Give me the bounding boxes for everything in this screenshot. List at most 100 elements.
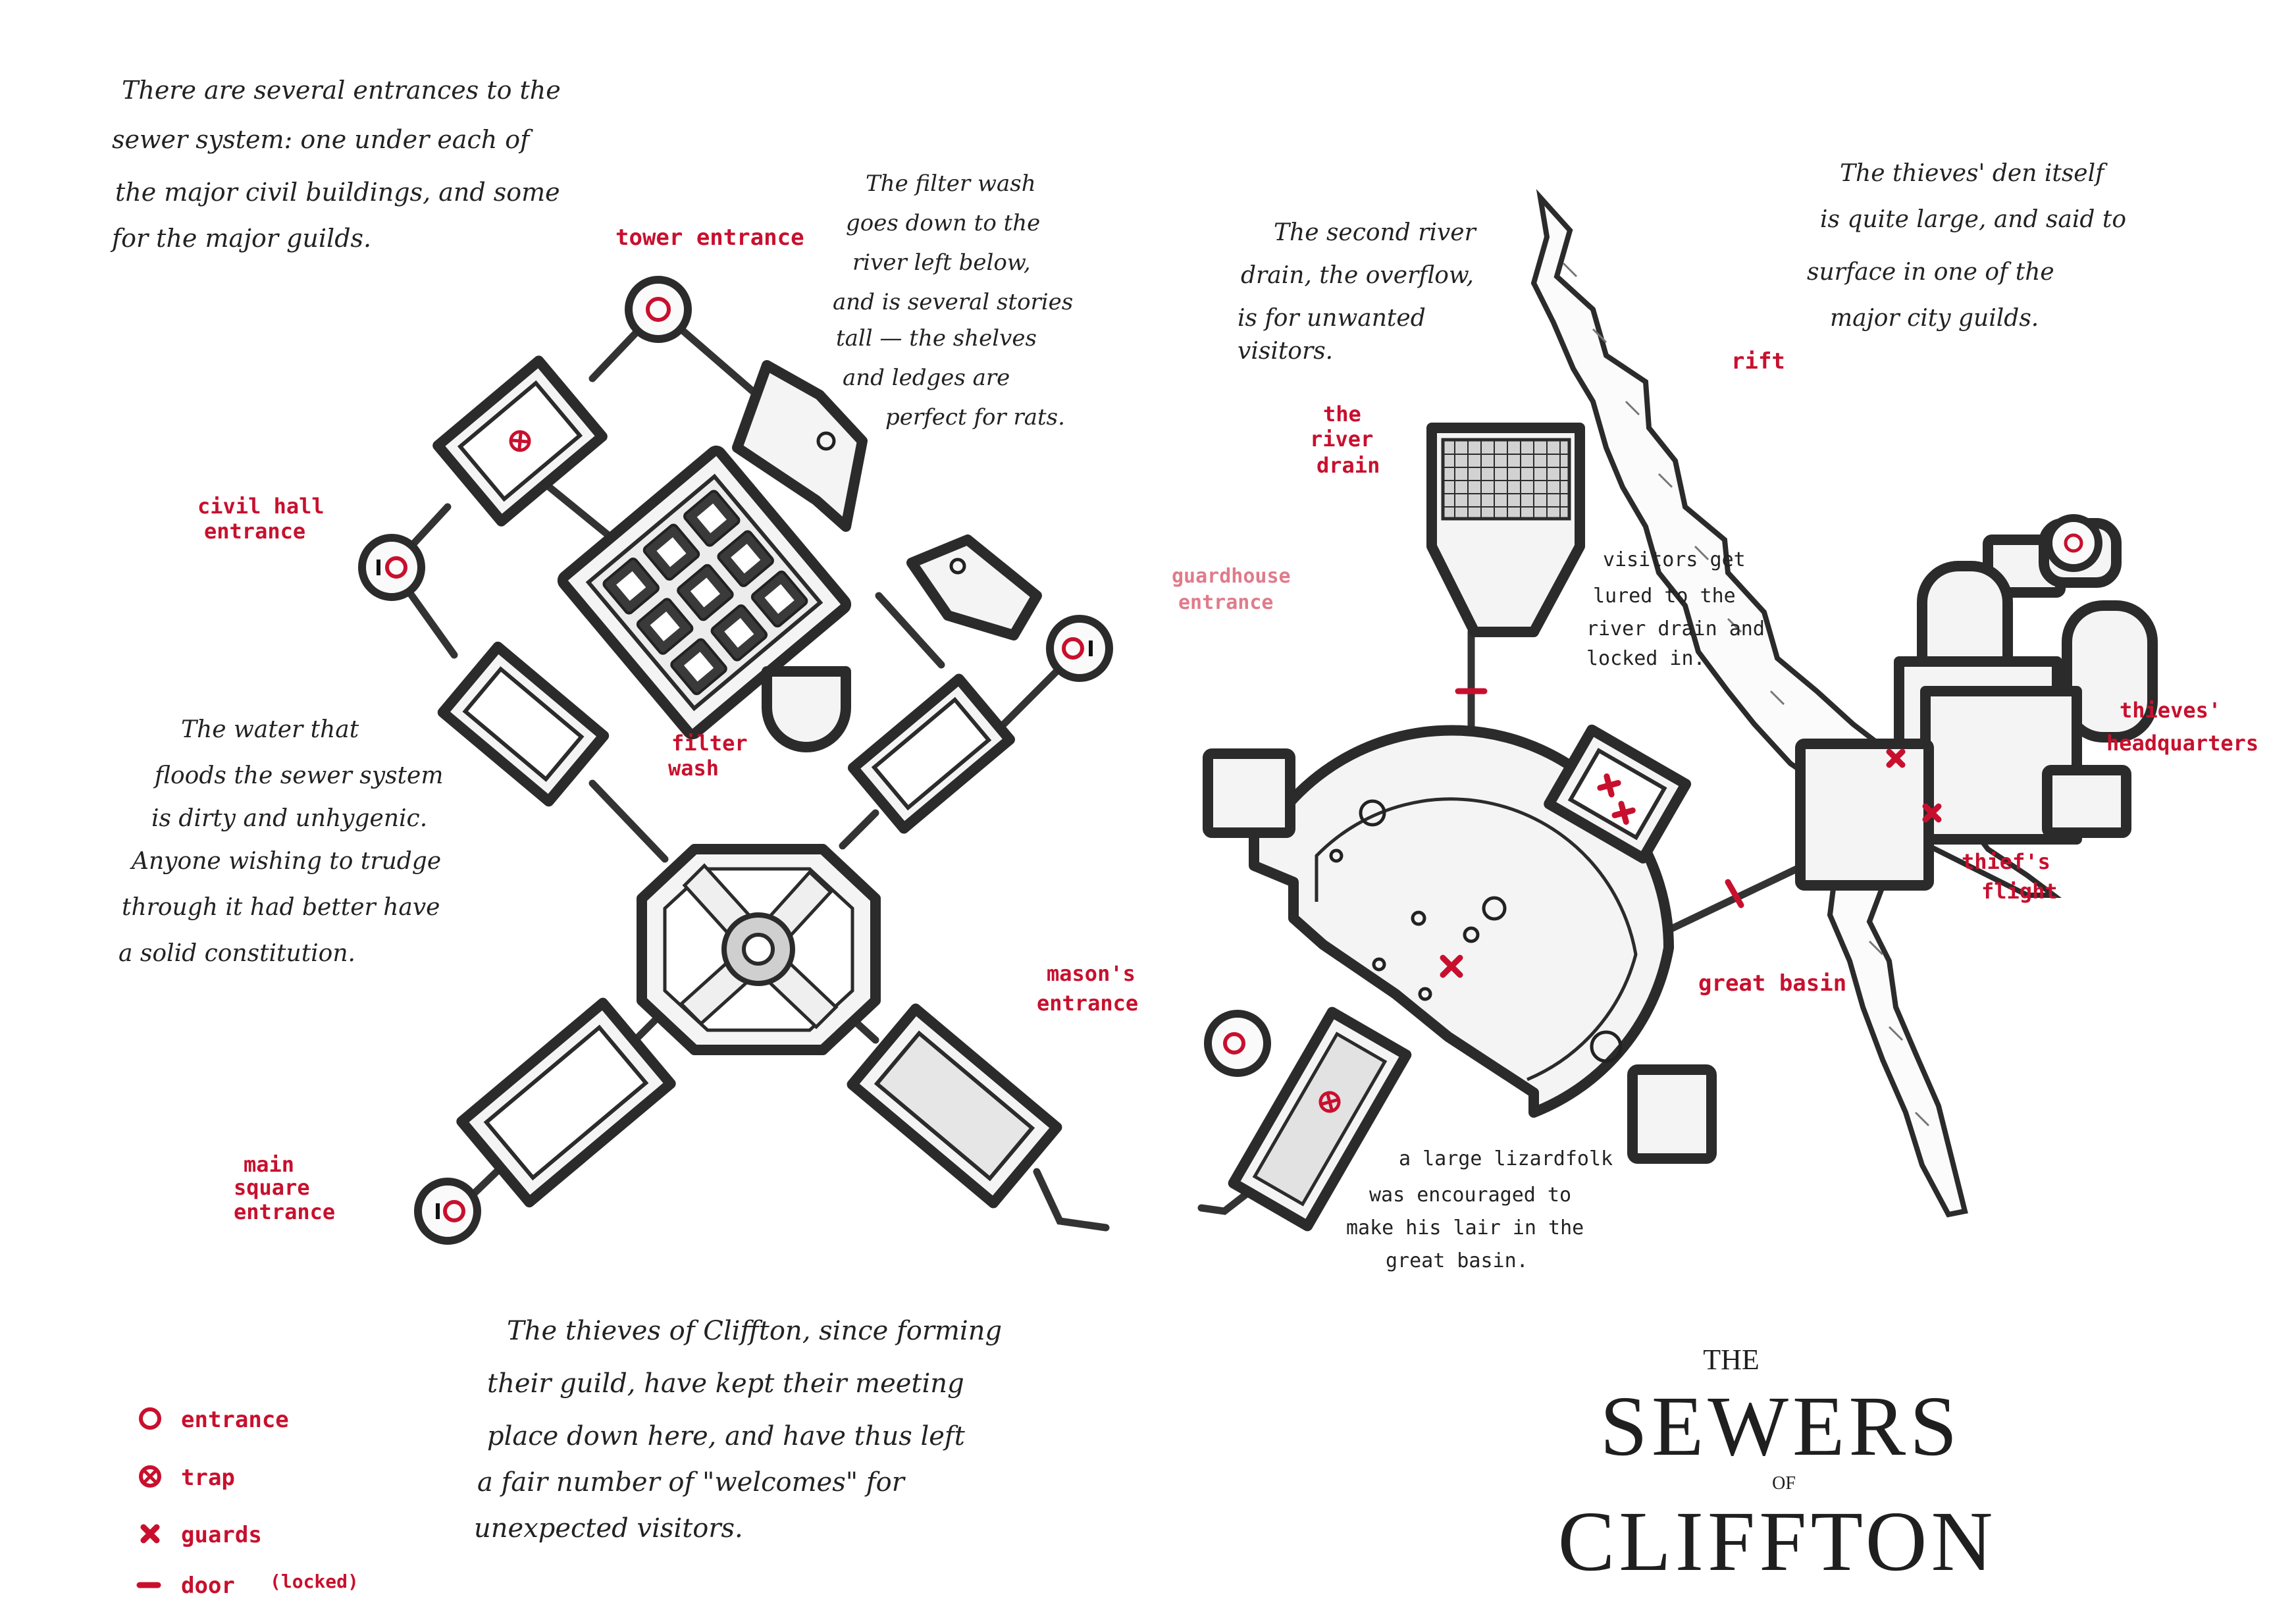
svg-text:for the major guilds.: for the major guilds. bbox=[110, 224, 371, 253]
svg-text:headquarters: headquarters bbox=[2106, 731, 2258, 756]
svg-text:entrance: entrance bbox=[234, 1199, 335, 1224]
note-lizard: a large lizardfolk was encouraged to mak… bbox=[1346, 1147, 1613, 1272]
svg-text:a solid constitution.: a solid constitution. bbox=[118, 940, 355, 967]
river-drain bbox=[1426, 423, 1585, 637]
svg-text:entrance: entrance bbox=[204, 519, 305, 544]
octagon-junction bbox=[637, 844, 881, 1055]
label-river-drain: the bbox=[1323, 402, 1361, 427]
svg-text:unexpected visitors.: unexpected visitors. bbox=[474, 1513, 743, 1544]
svg-text:great basin.: great basin. bbox=[1386, 1249, 1528, 1272]
svg-text:locked in.: locked in. bbox=[1586, 647, 1706, 670]
svg-text:guards: guards bbox=[181, 1522, 262, 1548]
svg-text:was encouraged to: was encouraged to bbox=[1369, 1184, 1571, 1207]
svg-text:their guild, have kept their m: their guild, have kept their meeting bbox=[487, 1369, 964, 1399]
svg-text:(locked): (locked) bbox=[270, 1571, 359, 1592]
trap-marker bbox=[509, 430, 531, 452]
guard-marker bbox=[1440, 954, 1463, 978]
svg-text:is for unwanted: is for unwanted bbox=[1238, 305, 1426, 332]
svg-text:entrance: entrance bbox=[181, 1407, 289, 1433]
basin-south-room bbox=[1627, 1064, 1717, 1164]
svg-text:river drain and: river drain and bbox=[1586, 617, 1765, 640]
svg-text:goes down to the: goes down to the bbox=[846, 210, 1040, 236]
svg-text:The second river: The second river bbox=[1274, 219, 1477, 246]
svg-text:is quite large, and said to: is quite large, and said to bbox=[1820, 206, 2126, 233]
svg-text:The thieves of Cliffton, since: The thieves of Cliffton, since forming bbox=[507, 1316, 1002, 1346]
svg-text:square: square bbox=[234, 1175, 310, 1200]
north-east-long-room bbox=[847, 673, 1016, 834]
tower-entrance-marker[interactable] bbox=[625, 276, 692, 343]
guardhouse-corridor bbox=[1228, 1006, 1412, 1232]
svg-text:entrance: entrance bbox=[1037, 991, 1138, 1016]
label-filter-wash: filter bbox=[671, 731, 748, 756]
note-visitors: visitors get lured to the river drain an… bbox=[1586, 548, 1765, 670]
label-tower-entrance: tower entrance bbox=[615, 224, 804, 251]
svg-text:visitors.: visitors. bbox=[1238, 338, 1333, 365]
label-civil-hall: civil hall bbox=[197, 494, 325, 519]
svg-text:THE: THE bbox=[1703, 1344, 1760, 1376]
label-guardhouse-entrance: guardhouse bbox=[1172, 565, 1291, 588]
svg-text:is dirty and unhygenic.: is dirty and unhygenic. bbox=[151, 805, 427, 832]
svg-text:The water that: The water that bbox=[181, 716, 359, 743]
svg-text:make his lair in the: make his lair in the bbox=[1346, 1216, 1584, 1240]
note-water: The water that floods the sewer system i… bbox=[118, 716, 443, 967]
svg-text:flight: flight bbox=[1981, 879, 2058, 904]
main-square-entrance-marker[interactable] bbox=[414, 1178, 481, 1245]
svg-text:perfect for rats.: perfect for rats. bbox=[885, 404, 1065, 431]
note-overflow: The second river drain, the overflow, is… bbox=[1238, 219, 1477, 365]
svg-text:door: door bbox=[181, 1573, 235, 1599]
svg-text:through it had better have: through it had better have bbox=[122, 894, 440, 921]
thieves-headquarters bbox=[1795, 514, 2158, 891]
svg-text:river: river bbox=[1310, 427, 1373, 452]
map-title: THE SEWERS OF CLIFFTON bbox=[1558, 1344, 1997, 1589]
svg-text:floods the sewer system: floods the sewer system bbox=[153, 762, 443, 789]
label-rift: rift bbox=[1731, 348, 1785, 375]
location-labels: tower entrance civil hall entrance filte… bbox=[197, 224, 2258, 1224]
svg-text:lured to the: lured to the bbox=[1593, 585, 1736, 608]
svg-text:wash: wash bbox=[668, 756, 719, 781]
south-east-long-room bbox=[847, 1003, 1062, 1209]
label-main-square: main bbox=[244, 1152, 294, 1177]
svg-text:The filter wash: The filter wash bbox=[866, 170, 1036, 197]
guardhouse-entrance-marker[interactable] bbox=[1204, 1010, 1271, 1077]
svg-text:a large lizardfolk: a large lizardfolk bbox=[1399, 1147, 1613, 1170]
svg-text:drain: drain bbox=[1317, 453, 1380, 478]
svg-text:sewer system: one under each o: sewer system: one under each of bbox=[112, 125, 533, 154]
svg-text:tall — the shelves: tall — the shelves bbox=[836, 325, 1037, 352]
basin-north-west-room bbox=[1203, 748, 1295, 838]
filter-wash bbox=[557, 445, 852, 740]
svg-text:the major civil buildings, and: the major civil buildings, and some bbox=[115, 178, 560, 207]
svg-text:The thieves' den itself: The thieves' den itself bbox=[1840, 160, 2108, 187]
svg-text:and is several stories: and is several stories bbox=[833, 289, 1073, 315]
svg-text:trap: trap bbox=[181, 1465, 235, 1491]
small-east-room bbox=[906, 535, 1042, 640]
basin-guard-room bbox=[1544, 724, 1692, 864]
svg-text:surface in one of the: surface in one of the bbox=[1807, 259, 2054, 286]
north-west-room bbox=[432, 355, 608, 527]
svg-text:river left below,: river left below, bbox=[852, 249, 1031, 276]
filter-side-chamber bbox=[762, 666, 851, 752]
label-masons-entrance: mason's bbox=[1047, 961, 1135, 986]
svg-text:visitors get: visitors get bbox=[1603, 548, 1746, 571]
civil-hall-entrance-marker[interactable] bbox=[358, 534, 425, 601]
legend-guards-icon bbox=[140, 1524, 160, 1544]
west-long-room bbox=[437, 641, 610, 807]
legend-entrance-icon bbox=[139, 1407, 161, 1430]
trap-marker bbox=[1318, 1091, 1341, 1113]
svg-text:CLIFFTON: CLIFFTON bbox=[1558, 1494, 1997, 1589]
svg-text:major city guilds.: major city guilds. bbox=[1830, 305, 2039, 332]
note-entrances: There are several entrances to the sewer… bbox=[110, 76, 561, 253]
note-den: The thieves' den itself is quite large, … bbox=[1807, 160, 2126, 332]
svg-text:place down here, and have thus: place down here, and have thus left bbox=[487, 1421, 966, 1451]
note-filter: The filter wash goes down to the river l… bbox=[833, 170, 1073, 431]
legend: entrance trap guards door (locked) bbox=[136, 1407, 359, 1599]
locked-door-markers bbox=[1455, 688, 1744, 908]
label-thieves-hq: thieves' bbox=[2120, 698, 2221, 723]
north-east-room bbox=[732, 360, 868, 532]
svg-text:a fair number of "welcomes" fo: a fair number of "welcomes" for bbox=[477, 1467, 906, 1498]
svg-text:entrance: entrance bbox=[1178, 591, 1274, 614]
svg-text:and ledges are: and ledges are bbox=[843, 365, 1010, 391]
note-thieves: The thieves of Cliffton, since forming t… bbox=[474, 1316, 1002, 1544]
svg-text:drain, the overflow,: drain, the overflow, bbox=[1241, 262, 1474, 289]
masons-entrance-marker[interactable] bbox=[1046, 615, 1113, 682]
